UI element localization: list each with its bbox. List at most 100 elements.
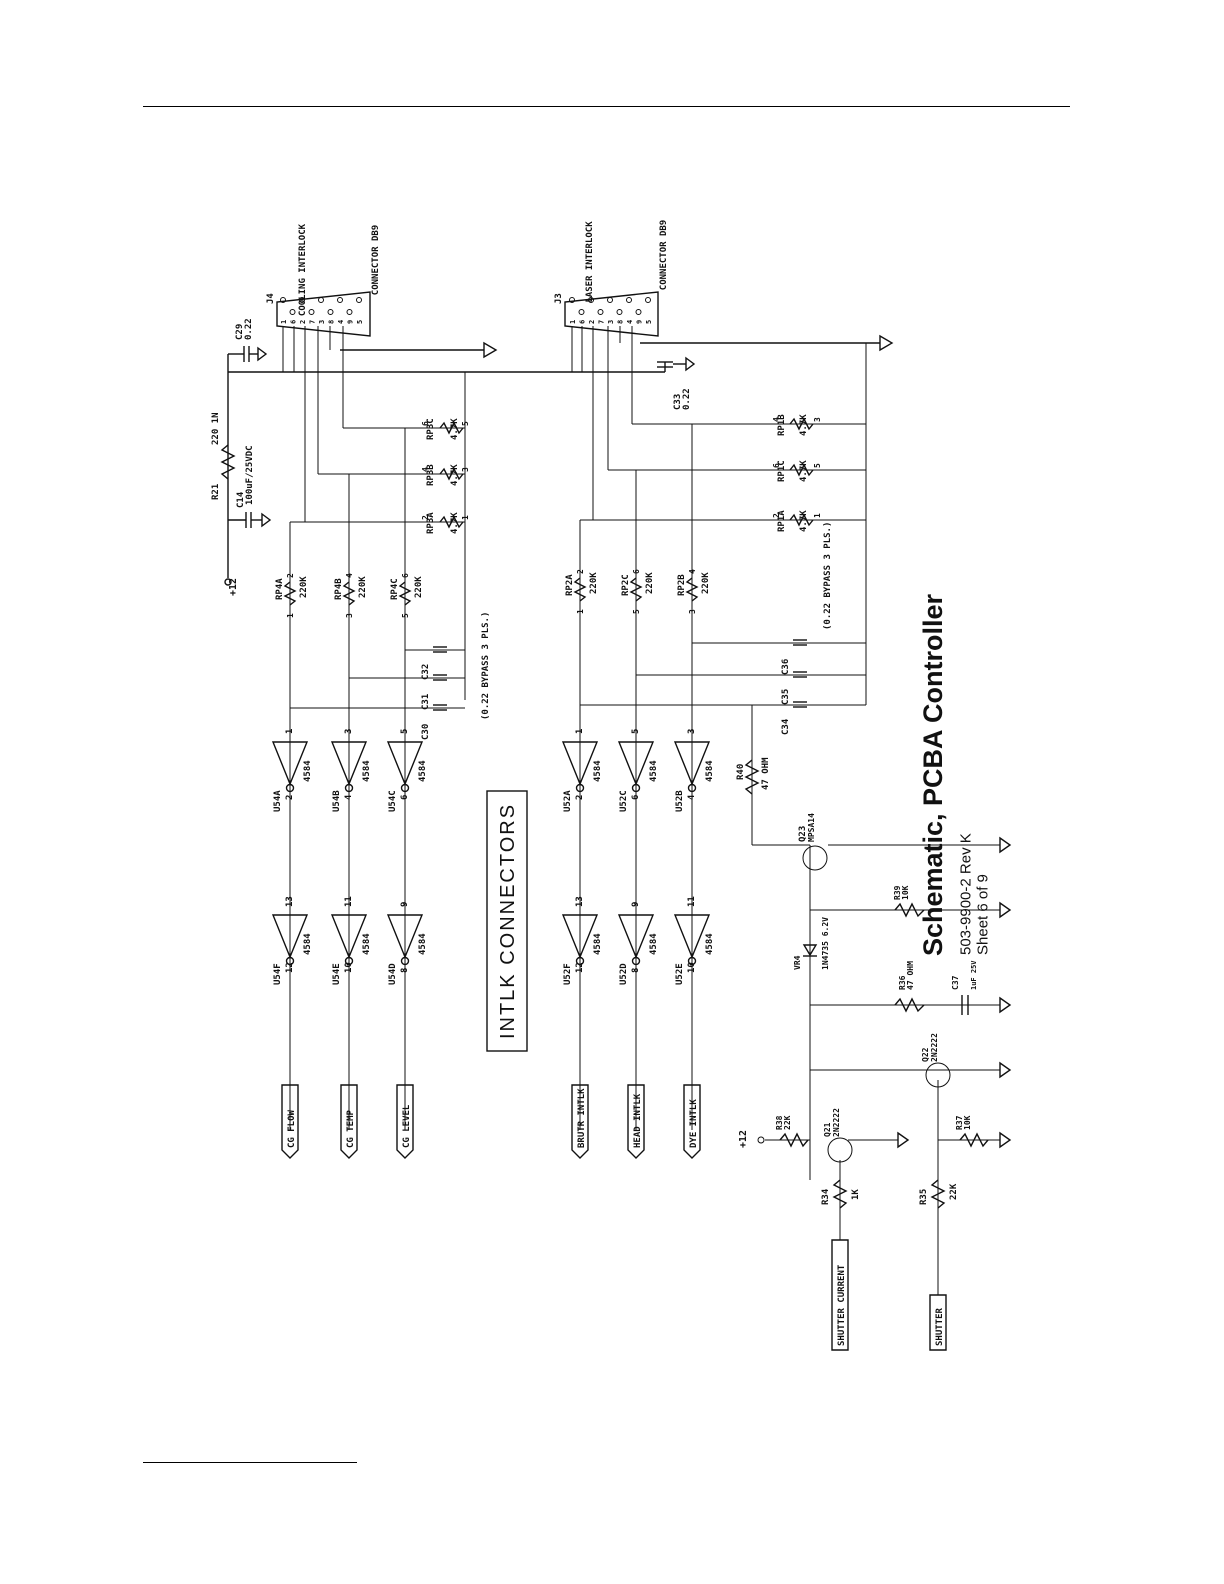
schematic-title: Schematic, PCBA Controller: [918, 593, 948, 956]
inverter-u54b-ref: U54B: [332, 790, 342, 812]
pin-number: 5: [631, 729, 641, 734]
series-rp2a-ref: RP2A: [565, 574, 575, 596]
pin-number: 12: [285, 962, 295, 973]
j3-ref: J3: [554, 293, 564, 304]
inverter-part: 4584: [649, 933, 659, 955]
pin-number: 5: [461, 421, 470, 426]
pin-number: 4: [688, 569, 697, 574]
pullup-rp3a-value: 4.7K: [450, 512, 460, 534]
r36-ref: R36: [898, 975, 907, 990]
pin-number: 2: [772, 513, 781, 518]
pin-number: 3: [461, 467, 470, 472]
r37-ref: R37: [955, 1115, 964, 1130]
pullup-rp1c-value: 4.7K: [799, 460, 809, 482]
pin-number: 3: [344, 729, 354, 734]
vr4-value: 1N4735 6.2V: [821, 917, 830, 970]
j3-pin-4: [626, 297, 632, 303]
pin-number: 4: [345, 573, 354, 578]
j4-pin-label: 9: [347, 320, 355, 324]
output-flag-dye-intlk: DYE INTLK: [689, 1099, 699, 1148]
pin-number: 6: [632, 569, 641, 574]
inverter-part: 4584: [593, 760, 603, 782]
r40-ref: R40: [736, 764, 746, 780]
pin-number: 2: [285, 795, 295, 800]
inverter-u52f-ref: U52F: [563, 963, 573, 985]
pin-number: 4: [421, 467, 430, 472]
pin-number: 3: [687, 729, 697, 734]
pin-number: 1: [286, 613, 295, 618]
r35-value: 22K: [949, 1183, 959, 1200]
pin-number: 8: [400, 968, 410, 973]
pin-number: 12: [575, 962, 585, 973]
j3-pin-label: 2: [588, 320, 596, 324]
series-rp4c-value: 220K: [414, 576, 424, 598]
vr4-ref: VR4: [793, 955, 802, 970]
q21-value: 2N2222: [832, 1108, 841, 1137]
inverter-u54c-ref: U54C: [388, 790, 398, 812]
power-section: +12 R21 220 1N C14 100uF/25VDC C29 0.22 …: [211, 318, 894, 596]
series-rp4c-ref: RP4C: [390, 578, 400, 600]
doc-number: 503-9900-2 Rev K: [957, 833, 974, 955]
pin-number: 4: [772, 417, 781, 422]
pullup-rp1b-ref: RP1B: [777, 414, 787, 436]
pin-number: 4: [687, 794, 697, 800]
pullup-rp3b-value: 4.7K: [450, 464, 460, 486]
pin-number: 2: [421, 515, 430, 520]
inverter-part: 4584: [362, 933, 372, 955]
q23-ref: Q23: [798, 826, 808, 842]
j4-ref: J4: [266, 293, 276, 304]
inverter-u52a-ref: U52A: [563, 790, 573, 812]
r21-value: 220 1N: [211, 412, 221, 445]
output-flag-cg-flow: CG FLOW: [287, 1109, 297, 1148]
j4-pin-label: 3: [318, 320, 326, 324]
j3-pin-label: 9: [636, 320, 644, 324]
j4-pin-label: 7: [309, 320, 317, 324]
inverter-u54a-ref: U54A: [273, 790, 283, 812]
pin-number: 13: [285, 896, 295, 907]
j3-pin-label: 6: [579, 320, 587, 324]
j4-name: COOLING INTERLOCK: [298, 223, 308, 316]
pin-number: 5: [400, 729, 410, 734]
c29-value: 0.22: [244, 318, 254, 340]
pin-number: 9: [400, 902, 410, 907]
j4-pin-4: [337, 297, 343, 303]
pin-number: 1: [461, 515, 470, 520]
pin-number: 11: [687, 896, 697, 907]
pin-number: 2: [286, 573, 295, 578]
bypass-cap-c31: C31: [421, 694, 431, 710]
bypass-note-top: (0.22 BYPASS 3 PLS.): [481, 612, 491, 720]
j4-pin-2: [299, 297, 305, 303]
j4-pin-8: [327, 309, 334, 315]
j4-pin-label: 5: [356, 320, 364, 324]
bypass-note-bottom: (0.22 BYPASS 3 PLS.): [823, 522, 833, 630]
j3-pin-8: [616, 309, 623, 315]
r38-ref: R38: [775, 1115, 784, 1130]
j3-pin-label: 4: [626, 320, 634, 324]
j4-pin-3: [318, 297, 324, 303]
r34-value: 1K: [851, 1189, 861, 1200]
pullup-rp3a-ref: RP3A: [426, 512, 436, 534]
pin-number: 13: [575, 896, 585, 907]
series-rp4b-value: 220K: [358, 576, 368, 598]
series-rp2b-ref: RP2B: [677, 574, 687, 596]
inverter-u54f-ref: U54F: [273, 963, 283, 985]
inverter-part: 4584: [418, 760, 428, 782]
j3-pin-7: [597, 309, 604, 315]
pin-number: 5: [813, 463, 822, 468]
pin-number: 11: [344, 896, 354, 907]
series-rp4a-value: 220K: [299, 576, 309, 598]
pullup-rp3c-value: 4.7K: [450, 418, 460, 440]
r39-ref: R39: [893, 885, 902, 900]
wiring: [282, 326, 1000, 1290]
j3-pin-label: 7: [598, 320, 606, 324]
q22-ref: Q22: [921, 1047, 930, 1062]
bypass-cap-c35: C35: [781, 689, 791, 705]
pin-number: 3: [345, 613, 354, 618]
header-rule: [143, 106, 1070, 107]
bypass-cap-c32: C32: [421, 664, 431, 680]
pin-number: 4: [344, 794, 354, 800]
input-shutter: SHUTTER: [935, 1307, 945, 1346]
series-rp4a-ref: RP4A: [275, 578, 285, 600]
